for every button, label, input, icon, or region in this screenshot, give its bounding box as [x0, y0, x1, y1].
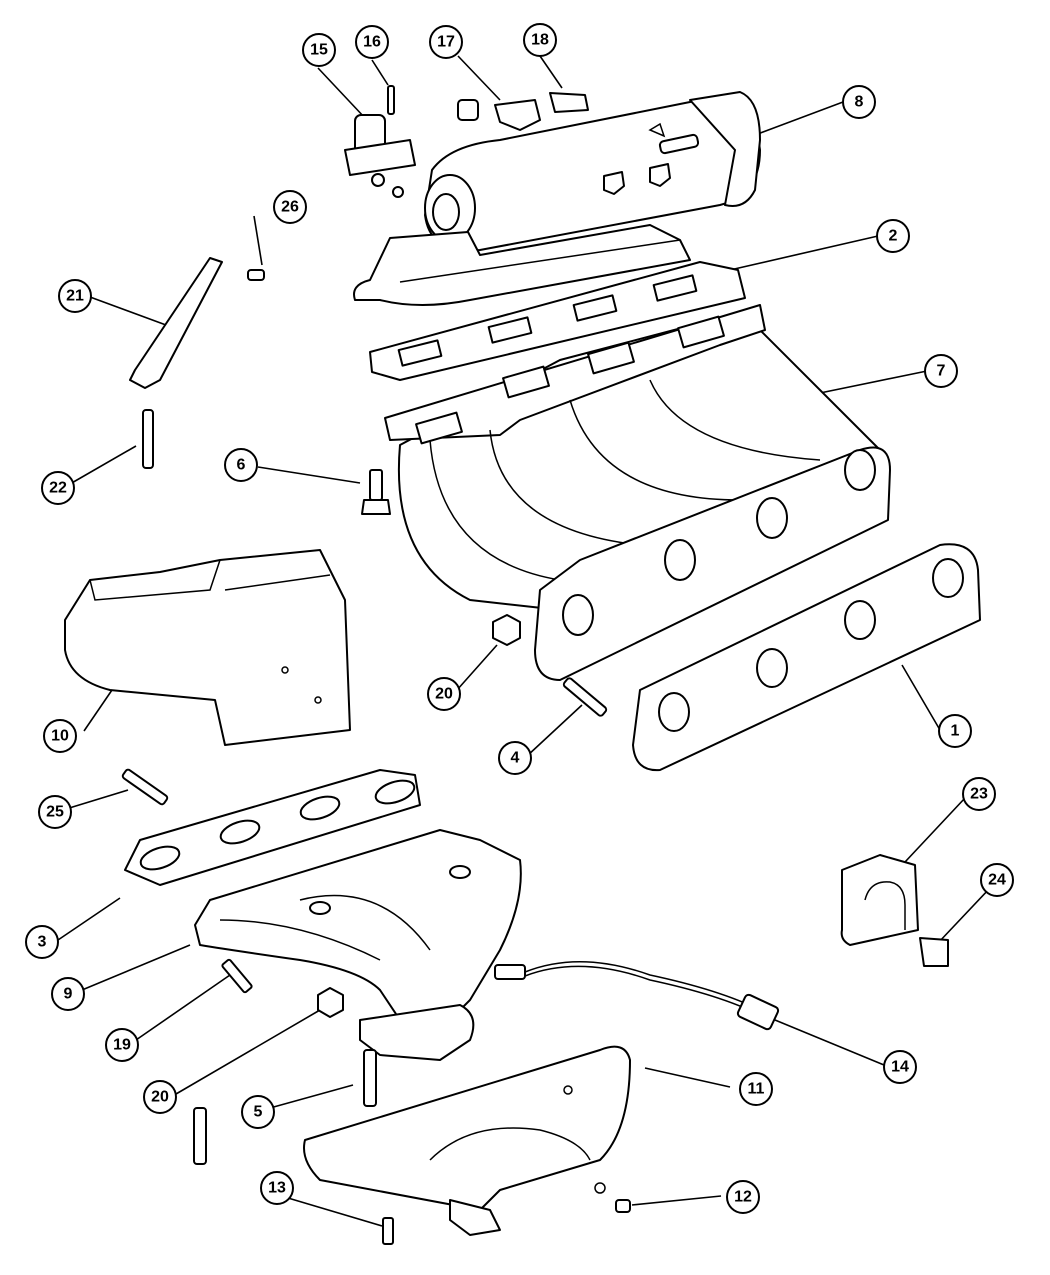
- leader-lines: [57, 55, 991, 1227]
- callout-21-label: 21: [66, 288, 84, 305]
- callout-22: 22: [41, 471, 75, 505]
- intake-plenum: [353, 91, 761, 306]
- bracket: [840, 854, 919, 946]
- callout-20-lower: 20: [143, 1080, 177, 1114]
- callout-7-label: 7: [937, 363, 946, 380]
- fasteners: [121, 85, 949, 1245]
- callout-5-label: 5: [254, 1104, 263, 1121]
- callout-10: 10: [43, 719, 77, 753]
- callout-15-label: 15: [310, 42, 328, 59]
- callout-16: 16: [355, 25, 389, 59]
- callout-12: 12: [726, 1180, 760, 1214]
- upper-heat-shield: [64, 549, 351, 746]
- callout-23: 23: [962, 777, 996, 811]
- callout-9-label: 9: [64, 986, 73, 1003]
- callout-5: 5: [241, 1095, 275, 1129]
- callout-4: 4: [498, 741, 532, 775]
- callout-20-upper: 20: [427, 677, 461, 711]
- callout-9: 9: [51, 977, 85, 1011]
- callout-12-label: 12: [734, 1189, 752, 1206]
- callout-20-lower-label: 20: [151, 1089, 169, 1106]
- callout-22-label: 22: [49, 480, 67, 497]
- callout-18: 18: [523, 23, 557, 57]
- intake-manifold-gasket: [632, 543, 981, 772]
- callout-14: 14: [883, 1050, 917, 1084]
- exhaust-manifold: [194, 829, 522, 1061]
- callout-18-label: 18: [531, 32, 549, 49]
- callout-13-label: 13: [268, 1180, 286, 1197]
- intake-manifold: [384, 304, 891, 681]
- lower-heat-shield: [303, 1045, 631, 1236]
- callout-25: 25: [38, 795, 72, 829]
- callout-10-label: 10: [51, 728, 69, 745]
- callout-6: 6: [224, 448, 258, 482]
- callout-1: 1: [938, 714, 972, 748]
- callout-26: 26: [273, 190, 307, 224]
- callout-4-label: 4: [511, 750, 520, 767]
- callout-17: 17: [429, 25, 463, 59]
- exhaust-manifold-gasket: [124, 769, 421, 886]
- callout-24-label: 24: [988, 872, 1006, 889]
- callout-7: 7: [924, 354, 958, 388]
- callout-15: 15: [302, 33, 336, 67]
- callout-2: 2: [876, 219, 910, 253]
- callout-16-label: 16: [363, 34, 381, 51]
- oxygen-sensor: [494, 961, 780, 1031]
- plenum-gasket: [369, 261, 746, 381]
- callout-11-label: 11: [748, 1081, 765, 1098]
- sensor: [344, 114, 416, 198]
- callout-24: 24: [980, 863, 1014, 897]
- callout-13: 13: [260, 1171, 294, 1205]
- callout-26-label: 26: [281, 199, 299, 216]
- callout-2-label: 2: [889, 228, 898, 245]
- callout-8: 8: [842, 85, 876, 119]
- callout-6-label: 6: [237, 457, 246, 474]
- callout-1-label: 1: [951, 723, 960, 740]
- callout-11: 11: [739, 1072, 773, 1106]
- callout-3: 3: [25, 925, 59, 959]
- callout-21: 21: [58, 279, 92, 313]
- callout-14-label: 14: [891, 1059, 909, 1076]
- callout-19-label: 19: [113, 1037, 131, 1054]
- callout-8-label: 8: [855, 94, 864, 111]
- callout-20-upper-label: 20: [435, 686, 453, 703]
- callout-19: 19: [105, 1028, 139, 1062]
- callout-25-label: 25: [46, 804, 64, 821]
- fittings: [457, 92, 589, 131]
- callout-23-label: 23: [970, 786, 988, 803]
- callout-3-label: 3: [38, 934, 47, 951]
- callout-17-label: 17: [437, 34, 455, 51]
